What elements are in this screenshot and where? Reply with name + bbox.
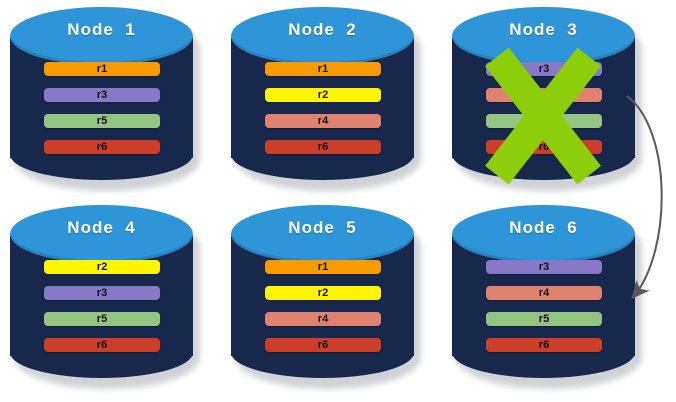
node-3-replica-list: r3 r4 r5 r6 (486, 62, 602, 166)
replica-bar[interactable]: r6 (44, 140, 160, 154)
node-1-label: Node 1 (67, 20, 136, 39)
node-4-label: Node 4 (67, 218, 136, 237)
node-3[interactable]: Node 3 r3 r4 r5 r6 (450, 6, 642, 191)
node-6-replica-list: r3 r4 r5 r6 (486, 260, 602, 364)
replica-bar[interactable]: r5 (486, 114, 602, 128)
replica-bar[interactable]: r6 (265, 338, 381, 352)
node-2[interactable]: Node 2 r1 r2 r4 r6 (229, 6, 421, 191)
node-1-replica-list: r1 r3 r5 r6 (44, 62, 160, 166)
cylinder-top-ellipse (10, 205, 193, 263)
replica-bar[interactable]: r5 (44, 114, 160, 128)
replica-bar[interactable]: r2 (44, 260, 160, 274)
replica-bar[interactable]: r3 (486, 260, 602, 274)
replica-bar[interactable]: r3 (44, 88, 160, 102)
node-3-label: Node 3 (509, 20, 578, 39)
node-1[interactable]: Node 1 r1 r3 r5 r6 (8, 6, 200, 191)
replica-bar[interactable]: r4 (486, 286, 602, 300)
node-6[interactable]: Node 6 r3 r4 r5 r6 (450, 204, 642, 389)
replica-bar[interactable]: r6 (44, 338, 160, 352)
node-4-replica-list: r2 r3 r5 r6 (44, 260, 160, 364)
node-2-label: Node 2 (288, 20, 357, 39)
replica-bar[interactable]: r4 (265, 312, 381, 326)
replica-bar[interactable]: r5 (44, 312, 160, 326)
replica-bar[interactable]: r1 (44, 62, 160, 76)
node-6-label: Node 6 (509, 218, 578, 237)
replica-bar[interactable]: r6 (486, 338, 602, 352)
node-5-replica-list: r1 r2 r4 r6 (265, 260, 381, 364)
replica-bar[interactable]: r3 (44, 286, 160, 300)
replica-bar[interactable]: r1 (265, 62, 381, 76)
replica-bar[interactable]: r2 (265, 286, 381, 300)
cylinder-top-ellipse (452, 205, 635, 263)
replica-bar[interactable]: r6 (486, 140, 602, 154)
cylinder-top-ellipse (231, 7, 414, 65)
cylinder-top-ellipse (10, 7, 193, 65)
node-2-replica-list: r1 r2 r4 r6 (265, 62, 381, 166)
replica-bar[interactable]: r5 (486, 312, 602, 326)
node-5[interactable]: Node 5 r1 r2 r4 r6 (229, 204, 421, 389)
cylinder-top-ellipse (231, 205, 414, 263)
replica-bar[interactable]: r1 (265, 260, 381, 274)
node-4[interactable]: Node 4 r2 r3 r5 r6 (8, 204, 200, 389)
node-5-label: Node 5 (288, 218, 357, 237)
replica-bar[interactable]: r4 (265, 114, 381, 128)
replica-bar[interactable]: r4 (486, 88, 602, 102)
replica-bar[interactable]: r6 (265, 140, 381, 154)
replica-bar[interactable]: r2 (265, 88, 381, 102)
replica-bar[interactable]: r3 (486, 62, 602, 76)
